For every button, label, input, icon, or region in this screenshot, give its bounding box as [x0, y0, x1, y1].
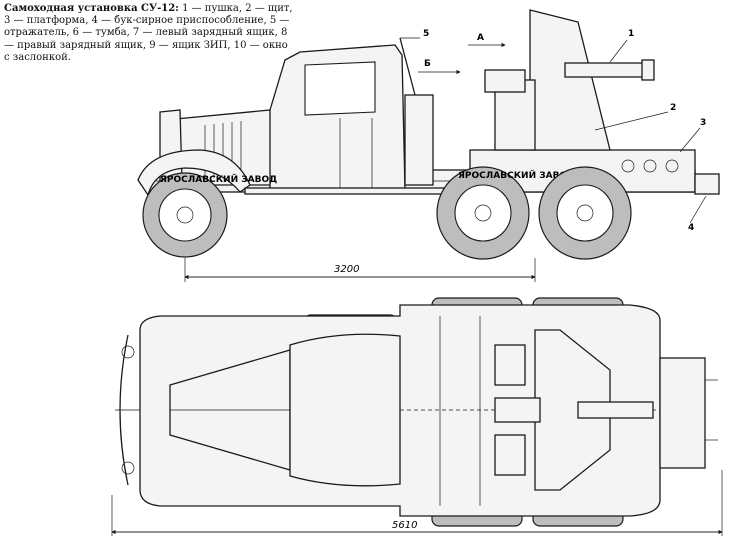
left-ammo-box	[494, 344, 526, 386]
top-towing-device	[659, 357, 706, 469]
tire-text-front: ЯРОСЛАВСКИЙ ЗАВОД	[160, 173, 277, 185]
view-a-label: А	[477, 33, 484, 43]
platform-holes	[621, 159, 679, 173]
headlight-left	[121, 345, 135, 359]
caption: Самоходная установка СУ-12: 1 — пушка, 2…	[4, 3, 294, 64]
gun-muzzle	[641, 59, 655, 81]
top-length-label: 5610	[392, 520, 417, 531]
view-b-label: Б	[424, 59, 431, 69]
top-gun-breech	[494, 397, 541, 423]
right-ammo-box	[494, 434, 526, 476]
caption-title: Самоходная установка СУ-12:	[4, 3, 179, 14]
gun-breech	[484, 69, 526, 93]
top-gun-shield	[534, 329, 611, 491]
callout-1: 1	[628, 29, 634, 39]
callout-3: 3	[700, 118, 706, 128]
tire-text-mid: ЯРОСЛАВСКИЙ ЗАВОД	[458, 169, 575, 181]
side-dimension: 3200	[184, 258, 536, 282]
running-board	[244, 187, 446, 195]
front-wheel: ЯРОСЛАВСКИЙ ЗАВОД	[142, 172, 277, 258]
caption-text: 1 — пушка, 2 — щит, 3 — платформа, 4 — б…	[4, 3, 293, 63]
top-view: 5610	[111, 297, 723, 536]
callout-5: 5	[423, 29, 429, 39]
side-length-label: 3200	[334, 264, 359, 275]
towing-device	[694, 173, 720, 195]
rear-wheel	[538, 166, 632, 260]
top-gun-barrel	[577, 401, 654, 419]
mid-wheel: ЯРОСЛАВСКИЙ ЗАВОД	[436, 166, 575, 260]
callout-2: 2	[670, 103, 676, 113]
gun-barrel	[564, 62, 651, 78]
side-view: ЯРОСЛАВСКИЙ ЗАВОД ЯРОСЛАВСКИЙ ЗАВОД 3200…	[137, 9, 720, 282]
callout-4: 4	[688, 223, 694, 233]
reflector	[404, 94, 434, 186]
headlight-right	[121, 461, 135, 475]
top-cab-roof	[289, 333, 401, 487]
top-dimension: 5610	[111, 470, 723, 536]
callouts-side: 1 2 3 4 5 А Б	[400, 29, 707, 233]
cab-window	[304, 61, 376, 116]
